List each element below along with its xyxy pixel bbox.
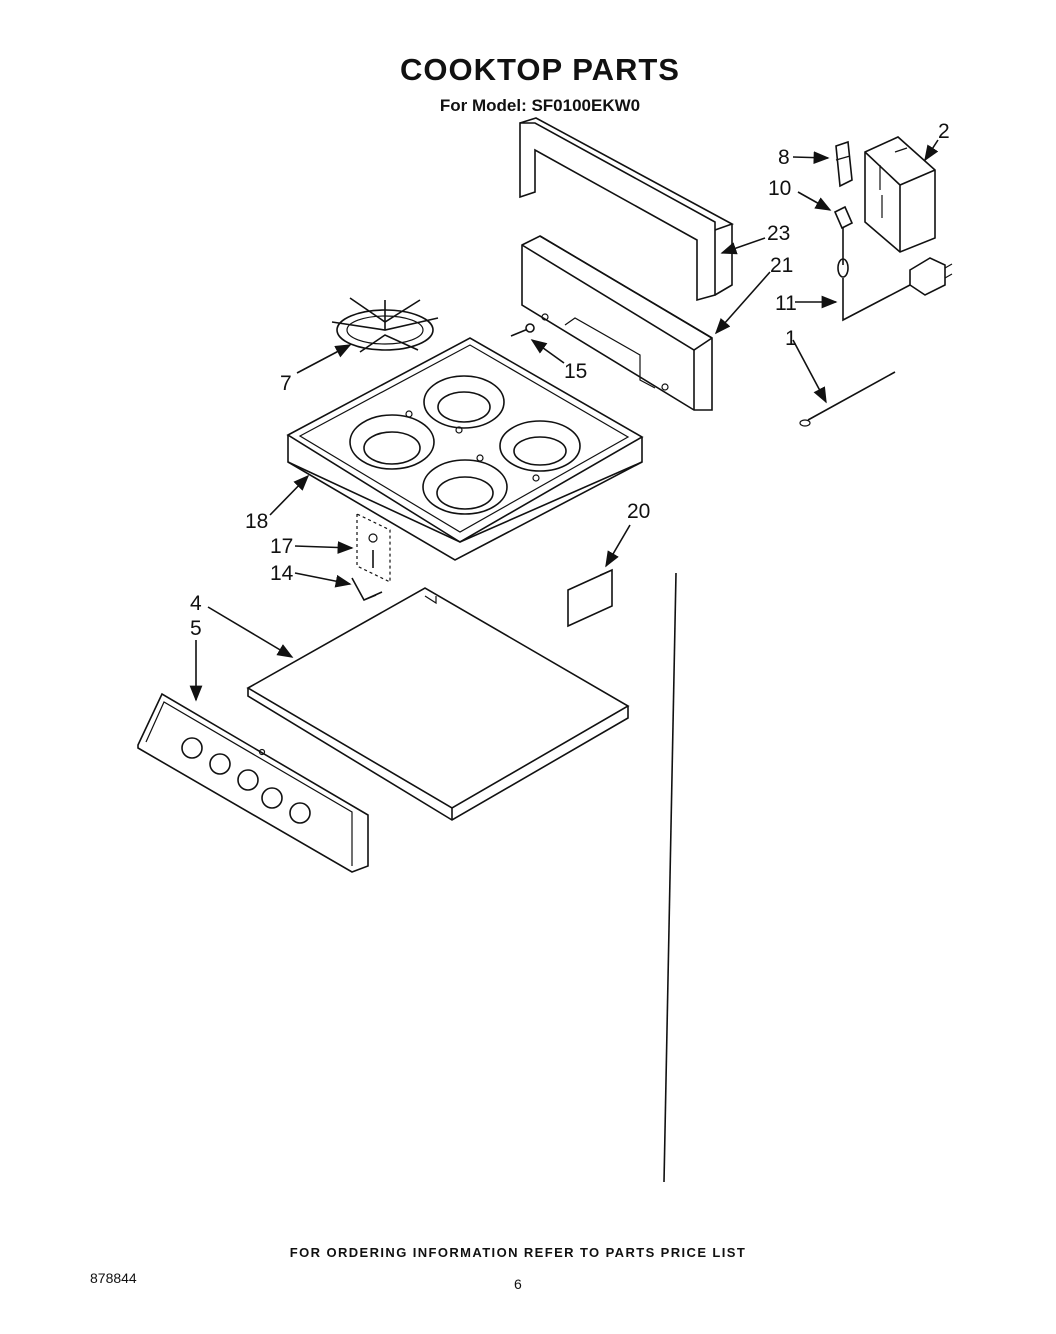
part-18-cooktop [286,337,644,561]
part-7-grate [331,297,439,353]
part-21-backguard [521,235,713,411]
callout-15: 15 [564,360,587,383]
callout-23: 23 [767,222,790,245]
model-line: For Model: SF0100EKW0 [439,96,641,115]
callout-21: 21 [770,254,793,277]
part-4-panel [246,587,630,821]
part-10-switch [833,205,854,278]
part-17-clip [356,513,391,583]
callout-17: 17 [270,535,293,558]
callout-2: 2 [938,120,950,143]
divider-line [663,572,677,1183]
callout-labels: 8 10 2 23 21 11 1 15 7 18 17 14 20 4 5 [190,120,950,640]
document-number: 878844 [90,1270,137,1286]
callout-18: 18 [245,510,268,533]
ordering-note: FOR ORDERING INFORMATION REFER TO PARTS … [289,1245,747,1260]
callout-4: 4 [190,592,202,615]
page-title: COOKTOP PARTS [400,52,680,87]
callout-10: 10 [768,177,791,200]
callout-leaders [189,139,939,702]
part-1-rod [799,371,896,427]
part-20-label [567,568,613,628]
part-15-screw [510,323,535,337]
callout-1: 1 [785,327,797,350]
part-5-control-panel [137,692,369,873]
part-14-bracket [351,577,383,602]
callout-14: 14 [270,562,294,585]
callout-20: 20 [627,500,650,523]
callout-11: 11 [775,292,797,315]
page-number: 6 [514,1276,522,1292]
part-2-electrical-box [864,136,936,253]
callout-7: 7 [280,372,292,395]
callout-8: 8 [778,146,790,169]
part-11-cord [842,257,953,322]
callout-5: 5 [190,617,202,640]
part-8-knob [835,140,853,188]
